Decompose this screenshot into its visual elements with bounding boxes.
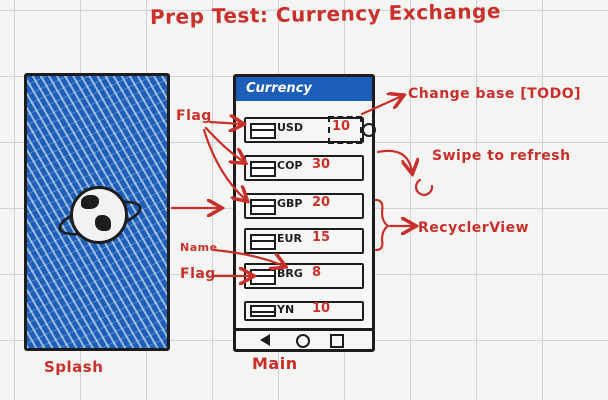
currency-code: EUR: [277, 232, 302, 245]
currency-row[interactable]: YN 10: [244, 301, 364, 321]
currency-amount: 10: [312, 301, 331, 316]
recents-icon[interactable]: [330, 334, 344, 348]
currency-amount[interactable]: 10: [332, 119, 351, 134]
flag-icon: [250, 161, 276, 177]
currency-code: COP: [277, 159, 303, 172]
annotation-change-base: Change base [TODO]: [408, 86, 581, 102]
currency-code: YN: [277, 303, 295, 316]
currency-row[interactable]: COP 30: [244, 155, 364, 181]
currency-row[interactable]: BRG 8: [244, 263, 364, 289]
annotation-swipe-refresh: Swipe to refresh: [432, 148, 571, 164]
currency-row[interactable]: GBP 20: [244, 193, 364, 219]
change-base-icon[interactable]: [362, 123, 376, 137]
currency-amount: 15: [312, 230, 331, 245]
splash-label: Splash: [44, 358, 104, 376]
app-bar: Currency: [236, 77, 372, 101]
currency-amount: 30: [312, 157, 331, 172]
main-label: Main: [252, 354, 298, 373]
annotation-flag-top: Flag: [176, 108, 212, 124]
currency-code: BRG: [277, 267, 303, 280]
back-icon[interactable]: [260, 334, 270, 346]
flag-icon: [250, 234, 276, 250]
splash-screen: [24, 73, 170, 351]
flag-icon: [250, 305, 276, 317]
flag-icon: [250, 269, 276, 285]
currency-row[interactable]: EUR 15: [244, 228, 364, 254]
base-amount-input[interactable]: [328, 116, 362, 144]
annotation-flag-bottom: Flag: [180, 266, 216, 282]
home-icon[interactable]: [296, 334, 310, 348]
globe-icon: [70, 186, 128, 244]
flag-icon: [250, 123, 276, 139]
main-screen: Currency USD 10 COP 30 GBP 20 EUR 15 BRG…: [233, 74, 376, 352]
annotation-recycler-view: RecyclerView: [418, 220, 530, 236]
currency-code: GBP: [277, 197, 303, 210]
currency-amount: 8: [312, 265, 322, 280]
system-nav-bar: [236, 328, 372, 349]
annotation-name: Name: [180, 241, 218, 254]
currency-code: USD: [277, 121, 303, 134]
currency-row-base[interactable]: USD 10: [244, 116, 376, 144]
currency-amount: 20: [312, 195, 331, 210]
flag-icon: [250, 199, 276, 215]
